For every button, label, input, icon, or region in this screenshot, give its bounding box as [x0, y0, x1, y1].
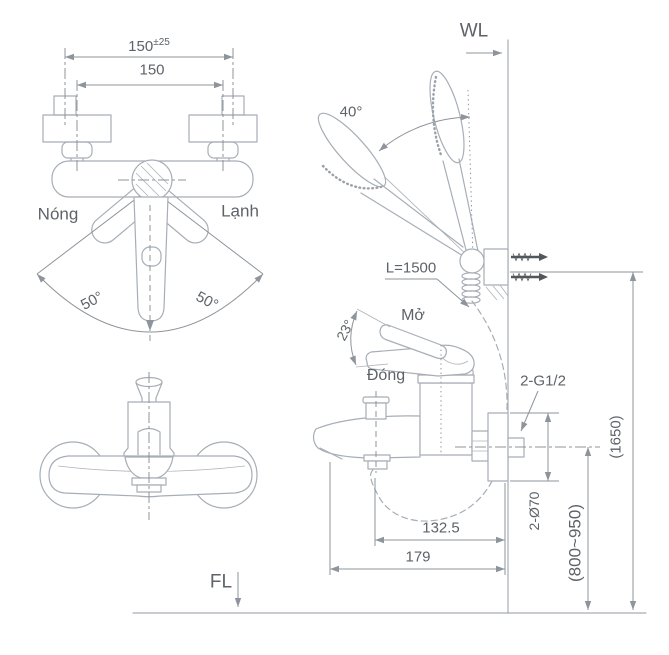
- connection-thread-label: 2-G1/2: [520, 372, 566, 390]
- dim-diverter-offset: 132.5: [422, 519, 460, 537]
- dim-spout-reach: 179: [405, 548, 431, 566]
- wall-line-label: WL: [459, 20, 489, 42]
- cold-water-label: Lạnh: [221, 201, 259, 221]
- front-view-group: [36, 48, 264, 342]
- dim-mount-spacing-value: 150: [128, 38, 154, 55]
- side-view-group: [132, 39, 647, 614]
- overall-height-label: (1650): [607, 415, 625, 459]
- hose-length-label: L=1500: [385, 259, 437, 277]
- lever-open-label: Mở: [401, 307, 425, 324]
- lever-closed-label: Đóng: [366, 367, 406, 384]
- dimension-group: [234, 49, 643, 610]
- dim-inlet-spacing: 150: [139, 61, 165, 79]
- bottom-view-group: [39, 372, 258, 520]
- mixer-height-range-label: (800~950): [565, 504, 585, 582]
- shower-pivot-angle-label: 40°: [339, 103, 363, 121]
- floor-line-label: FL: [209, 571, 233, 593]
- hot-water-label: Nóng: [37, 204, 79, 224]
- dim-mount-spacing-tolerance: ±25: [153, 37, 170, 48]
- dim-mount-spacing: 150±25: [128, 37, 170, 55]
- escutcheon-dim-label: 2-Ø70: [526, 491, 542, 531]
